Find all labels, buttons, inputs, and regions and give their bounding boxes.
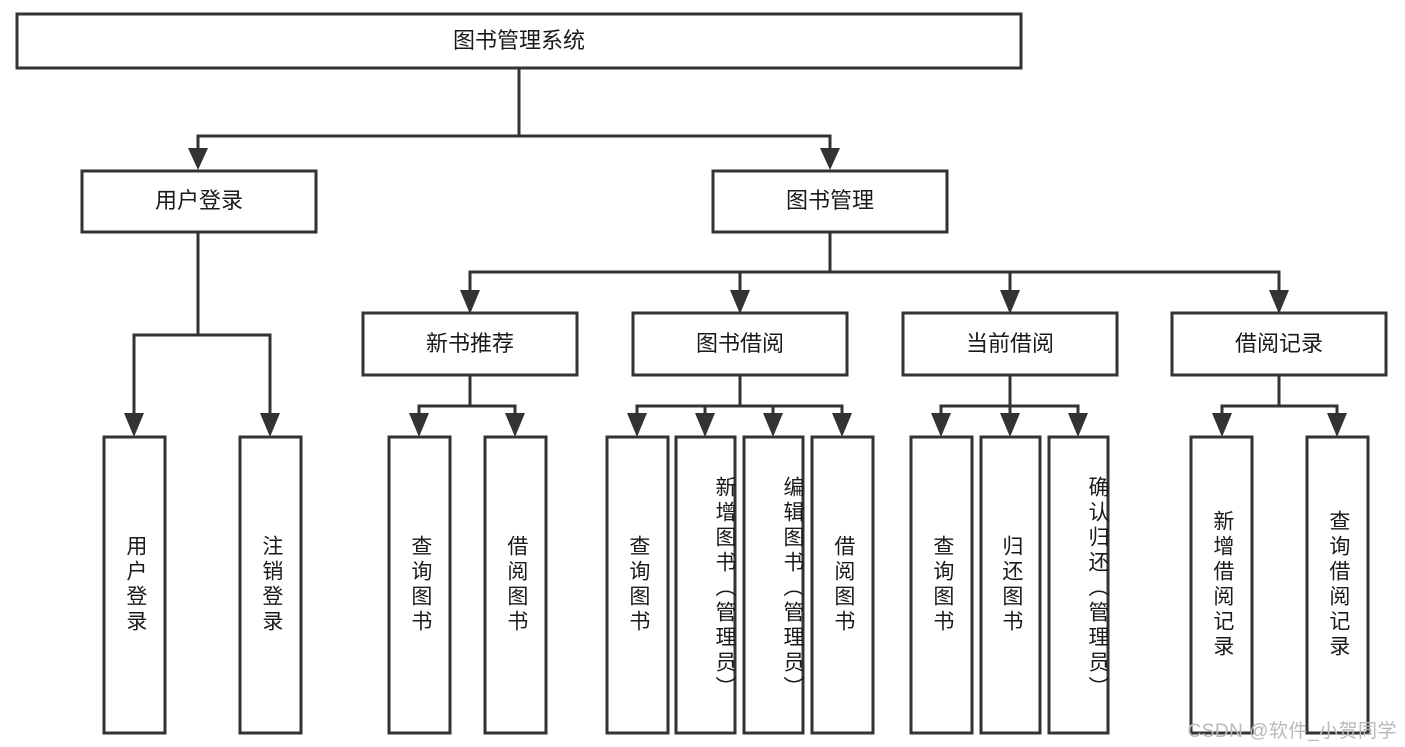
node-box-leaf-query-book-1[interactable]: [387, 435, 452, 735]
node-label-root: 图书管理系统: [453, 28, 585, 53]
connector-group-borrow-record: [1212, 374, 1347, 437]
arrowhead-leaf-query-book-2: [627, 413, 647, 437]
node-box-leaf-query-book-2[interactable]: [605, 435, 670, 735]
arrowhead-leaf-user-login: [124, 413, 144, 437]
node-label-user-login: 用户登录: [155, 188, 243, 213]
arrowhead-leaf-query-record: [1327, 413, 1347, 437]
node-box-leaf-borrow-book-1[interactable]: [483, 435, 548, 735]
arrowhead-book-borrow: [730, 290, 750, 314]
node-box-leaf-user-login[interactable]: [102, 435, 167, 735]
node-label-borrow-record: 借阅记录: [1235, 331, 1323, 356]
arrowhead-borrow-record: [1269, 290, 1289, 314]
node-box-leaf-query-record[interactable]: [1305, 435, 1370, 735]
arrowhead-leaf-add-book: [695, 413, 715, 437]
arrowhead-leaf-query-book-3: [931, 413, 951, 437]
node-label-new-book-rec: 新书推荐: [426, 331, 514, 356]
node-box-book-borrow[interactable]: [631, 311, 849, 377]
connector-group-book-manage: [460, 230, 1289, 314]
arrowhead-leaf-edit-book: [763, 413, 783, 437]
arrowhead-new-book-rec: [460, 290, 480, 314]
arrowhead-leaf-add-record: [1212, 413, 1232, 437]
connector-group-new-book-rec: [409, 374, 525, 437]
arrowhead-leaf-confirm-return: [1068, 413, 1088, 437]
connector-group-user-login: [124, 230, 280, 437]
node-box-leaf-query-book-3[interactable]: [909, 435, 974, 735]
arrowhead-book-manage: [820, 148, 840, 170]
arrowhead-user-login: [188, 148, 208, 170]
csdn-watermark: CSDN @软件_小贺同学: [1187, 721, 1397, 742]
node-box-leaf-edit-book[interactable]: [742, 435, 805, 735]
node-box-user-login[interactable]: [80, 169, 318, 234]
node-label-book-borrow: 图书借阅: [696, 331, 784, 356]
node-box-current-borrow[interactable]: [901, 311, 1119, 377]
arrowhead-current-borrow: [1000, 290, 1020, 314]
node-box-new-book-rec[interactable]: [361, 311, 579, 377]
node-box-book-manage[interactable]: [711, 169, 949, 234]
node-box-leaf-add-book[interactable]: [674, 435, 737, 735]
arrowhead-leaf-return-book: [1000, 413, 1020, 437]
node-label-book-manage: 图书管理: [786, 188, 874, 213]
connector-group-root: [188, 66, 840, 170]
arrowhead-leaf-borrow-book-1: [505, 413, 525, 437]
node-box-root[interactable]: [15, 12, 1023, 70]
arrowhead-leaf-borrow-book-2: [832, 413, 852, 437]
node-box-leaf-confirm-return[interactable]: [1047, 435, 1110, 735]
node-label-current-borrow: 当前借阅: [966, 331, 1054, 356]
node-box-leaf-return-book[interactable]: [979, 435, 1042, 735]
node-box-leaf-add-record[interactable]: [1189, 435, 1254, 735]
arrowhead-leaf-logout: [260, 413, 280, 437]
connector-group-book-borrow: [627, 374, 852, 437]
node-box-borrow-record[interactable]: [1170, 311, 1388, 377]
connector-group-current-borrow: [931, 374, 1088, 437]
node-box-leaf-borrow-book-2[interactable]: [810, 435, 875, 735]
node-box-leaf-logout[interactable]: [238, 435, 303, 735]
arrowhead-leaf-query-book-1: [409, 413, 429, 437]
